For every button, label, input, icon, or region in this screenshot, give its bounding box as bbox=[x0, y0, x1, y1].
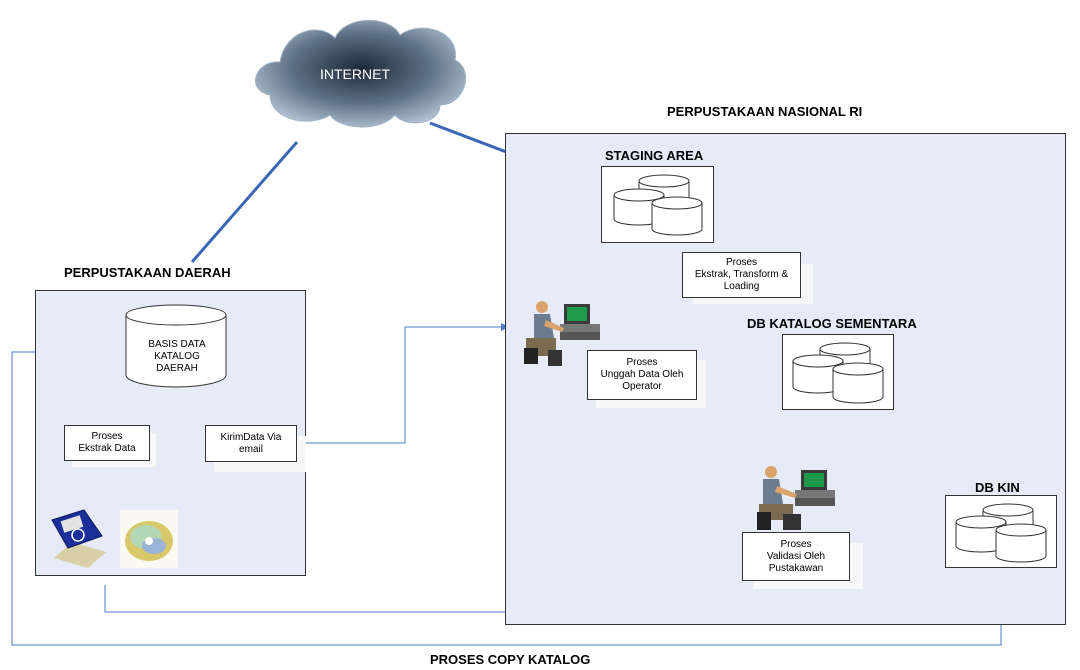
db-daerah-line2: KATALOG bbox=[154, 351, 200, 362]
floppy-disk-icon bbox=[51, 509, 106, 568]
staging-area-title: STAGING AREA bbox=[605, 148, 704, 163]
email-line1: KirimData Via bbox=[220, 431, 282, 443]
nasional-title: PERPUSTAKAAN NASIONAL RI bbox=[667, 104, 863, 119]
validasi-line2: Validasi Oleh bbox=[766, 550, 826, 562]
sementara-databases-icon bbox=[792, 342, 884, 404]
internet-cloud-icon bbox=[255, 19, 467, 128]
unggah-line3: Operator bbox=[622, 381, 662, 392]
operator-computer-icon bbox=[524, 301, 600, 366]
ekstrak-line1: Proses bbox=[91, 431, 123, 442]
unggah-line2: Unggah Data Oleh bbox=[600, 369, 684, 380]
librarian-computer-icon bbox=[757, 466, 835, 530]
kirim-data-email-box: KirimData Via email bbox=[205, 425, 297, 462]
etl-line2: Ekstrak, Transform & bbox=[694, 269, 789, 280]
etl-line3: Loading bbox=[723, 281, 760, 292]
db-daerah-line1: BASIS DATA bbox=[148, 339, 206, 350]
unggah-line1: Proses bbox=[626, 357, 658, 368]
db-katalog-sementara-title: DB KATALOG SEMENTARA bbox=[747, 316, 917, 331]
db-daerah-line3: DAERAH bbox=[156, 363, 198, 374]
proses-etl-box: Proses Ekstrak, Transform & Loading bbox=[682, 252, 801, 298]
daerah-title: PERPUSTAKAAN DAERAH bbox=[64, 265, 231, 280]
proses-unggah-box: Proses Unggah Data Oleh Operator bbox=[587, 350, 697, 400]
kin-databases-icon bbox=[955, 503, 1047, 563]
proses-ekstrak-data-box: Proses Ekstrak Data bbox=[64, 425, 150, 461]
validasi-line1: Proses bbox=[780, 538, 812, 550]
db-kin-title: DB KIN bbox=[975, 480, 1020, 495]
internet-link-daerah bbox=[190, 141, 299, 263]
email-line2: email bbox=[239, 443, 263, 455]
ekstrak-line2: Ekstrak Data bbox=[78, 443, 136, 454]
validasi-line3: Pustakawan bbox=[768, 562, 824, 574]
staging-area-box bbox=[601, 166, 714, 243]
cd-disc-icon bbox=[120, 510, 178, 568]
proses-validasi-box: Proses Validasi Oleh Pustakawan bbox=[742, 532, 850, 581]
db-kin-box bbox=[945, 495, 1057, 568]
db-daerah-label: BASIS DATA KATALOG DAERAH bbox=[135, 335, 219, 379]
etl-line1: Proses bbox=[725, 257, 758, 268]
proses-copy-katalog-label: PROSES COPY KATALOG bbox=[430, 652, 591, 667]
basis-data-katalog-daerah-icon bbox=[125, 304, 227, 388]
staging-databases-icon bbox=[613, 174, 703, 236]
db-katalog-sementara-box bbox=[782, 334, 894, 410]
internet-label: INTERNET bbox=[320, 66, 390, 82]
